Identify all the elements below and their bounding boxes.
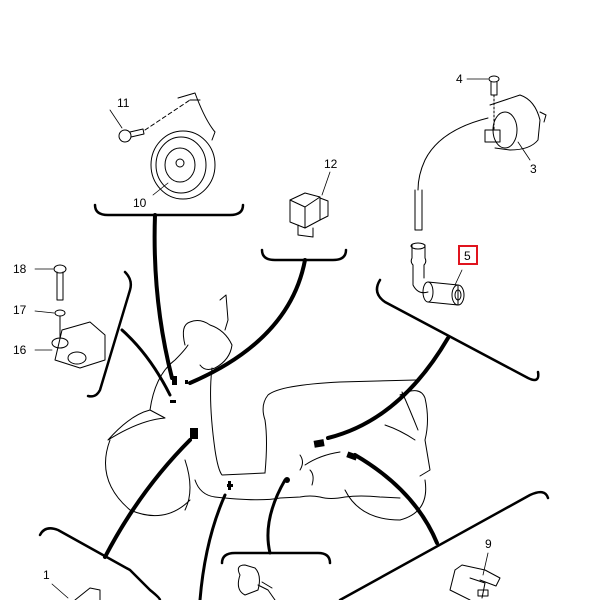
callout-9-leader <box>482 552 489 576</box>
callout-4[interactable]: 4 <box>456 72 463 86</box>
callout-17[interactable]: 17 <box>13 303 27 317</box>
callout-16[interactable]: 16 <box>13 343 27 357</box>
callout-12[interactable]: 12 <box>324 157 338 171</box>
callout-1[interactable]: 1 <box>43 568 50 582</box>
callout-11-leader <box>109 109 123 129</box>
callout-12-leader <box>321 171 331 196</box>
part-9-icon <box>449 564 501 600</box>
scooter-outline <box>105 294 431 521</box>
horn-group-bracket <box>93 203 245 217</box>
callout-17-leader <box>34 310 55 314</box>
switch-icon <box>237 564 276 600</box>
harness-connectors <box>170 376 358 490</box>
ignition-coil-icon <box>484 94 547 151</box>
callout-10[interactable]: 10 <box>133 196 147 210</box>
bracket-bolt-icon <box>53 264 67 301</box>
leader-bottom-left <box>198 493 227 600</box>
leader-part1 <box>103 438 192 559</box>
callout-11[interactable]: 11 <box>117 96 130 110</box>
leader-part9 <box>353 453 439 545</box>
part-1-icon <box>74 587 101 600</box>
coil-screw-icon <box>488 75 500 131</box>
callout-1-leader <box>51 583 69 599</box>
leader-horn <box>152 213 174 380</box>
bracket-group-bracket <box>86 270 133 398</box>
callout-3-leader <box>517 141 531 161</box>
leader-relay <box>188 258 307 385</box>
part9-group-bracket <box>338 490 550 600</box>
washer-icon <box>54 309 66 317</box>
callout-9[interactable]: 9 <box>485 537 492 551</box>
leader-coil <box>326 336 450 440</box>
callout-5[interactable]: 5 <box>464 249 471 263</box>
callout-5-highlight <box>458 245 478 265</box>
relay-icon <box>289 192 329 238</box>
callout-10-leader <box>152 182 169 196</box>
coil-group-bracket <box>375 278 540 382</box>
callout-18[interactable]: 18 <box>13 262 27 276</box>
callout-5-leader <box>454 269 463 286</box>
high-tension-wire <box>414 117 489 231</box>
leader-bracket <box>120 328 172 397</box>
horn-icon <box>150 92 216 200</box>
switch-group-bracket <box>220 551 332 565</box>
spark-plug-cap-icon <box>410 242 465 306</box>
leader-bottom-mid <box>266 478 287 555</box>
bracket-icon <box>51 315 106 369</box>
horn-bolt-icon <box>118 99 191 143</box>
callout-3[interactable]: 3 <box>530 162 537 176</box>
part1-group-bracket <box>38 527 162 600</box>
